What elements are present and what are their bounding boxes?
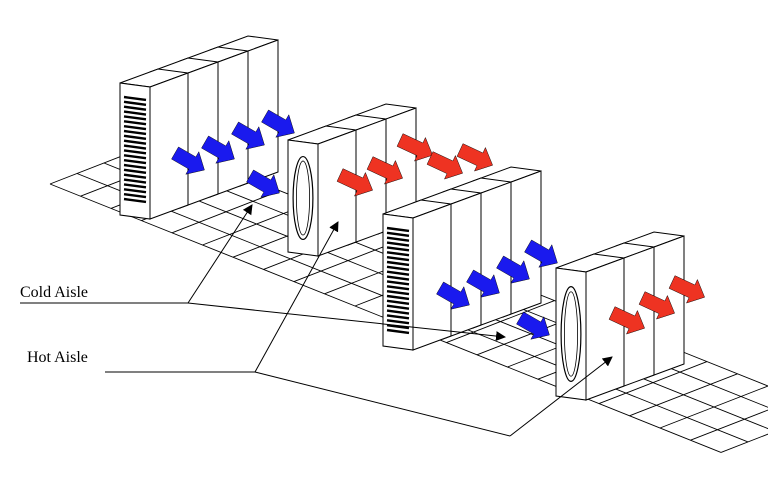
leader-line <box>509 356 613 437</box>
cold-air-arrow-icon <box>516 311 550 340</box>
cold-air-arrow-icon <box>246 169 280 198</box>
cold-air-arrow-icon <box>231 121 265 150</box>
hot-air-arrow-icon <box>608 306 645 335</box>
cold-aisle-rack <box>382 199 452 351</box>
server-racks <box>119 35 685 401</box>
floor-grid-line <box>690 409 768 441</box>
airflow-arrows <box>171 109 705 340</box>
floor-grid-line <box>720 433 768 453</box>
cold-air-arrow-icon <box>201 135 235 164</box>
hot-air-arrow-icon <box>366 156 403 185</box>
cold-air-arrow-icon <box>524 239 558 268</box>
hot-aisle-rack <box>287 125 357 257</box>
leader-line <box>254 221 339 373</box>
cold-aisle-rack <box>119 68 189 220</box>
cold-air-arrow-icon <box>261 109 295 138</box>
hot-air-arrow-icon <box>668 275 705 304</box>
label-leader-lines <box>20 204 613 437</box>
hot-air-arrow-icon <box>456 143 493 172</box>
hot-air-arrow-icon <box>426 151 463 180</box>
leader-line <box>187 204 253 304</box>
hot-air-arrow-icon <box>396 133 433 162</box>
cold-air-arrow-icon <box>466 269 500 298</box>
cold-aisle-label: Cold Aisle <box>20 284 89 301</box>
hot-air-arrow-icon <box>638 291 675 320</box>
hot-aisle-label: Hot Aisle <box>27 349 88 366</box>
cold-air-arrow-icon <box>436 281 470 310</box>
leader-line <box>254 371 511 437</box>
cold-air-arrow-icon <box>171 146 205 175</box>
cold-air-arrow-icon <box>496 255 530 284</box>
hot-aisle-rack <box>555 253 625 401</box>
leader-line <box>187 302 506 342</box>
hot-air-arrow-icon <box>336 168 373 197</box>
